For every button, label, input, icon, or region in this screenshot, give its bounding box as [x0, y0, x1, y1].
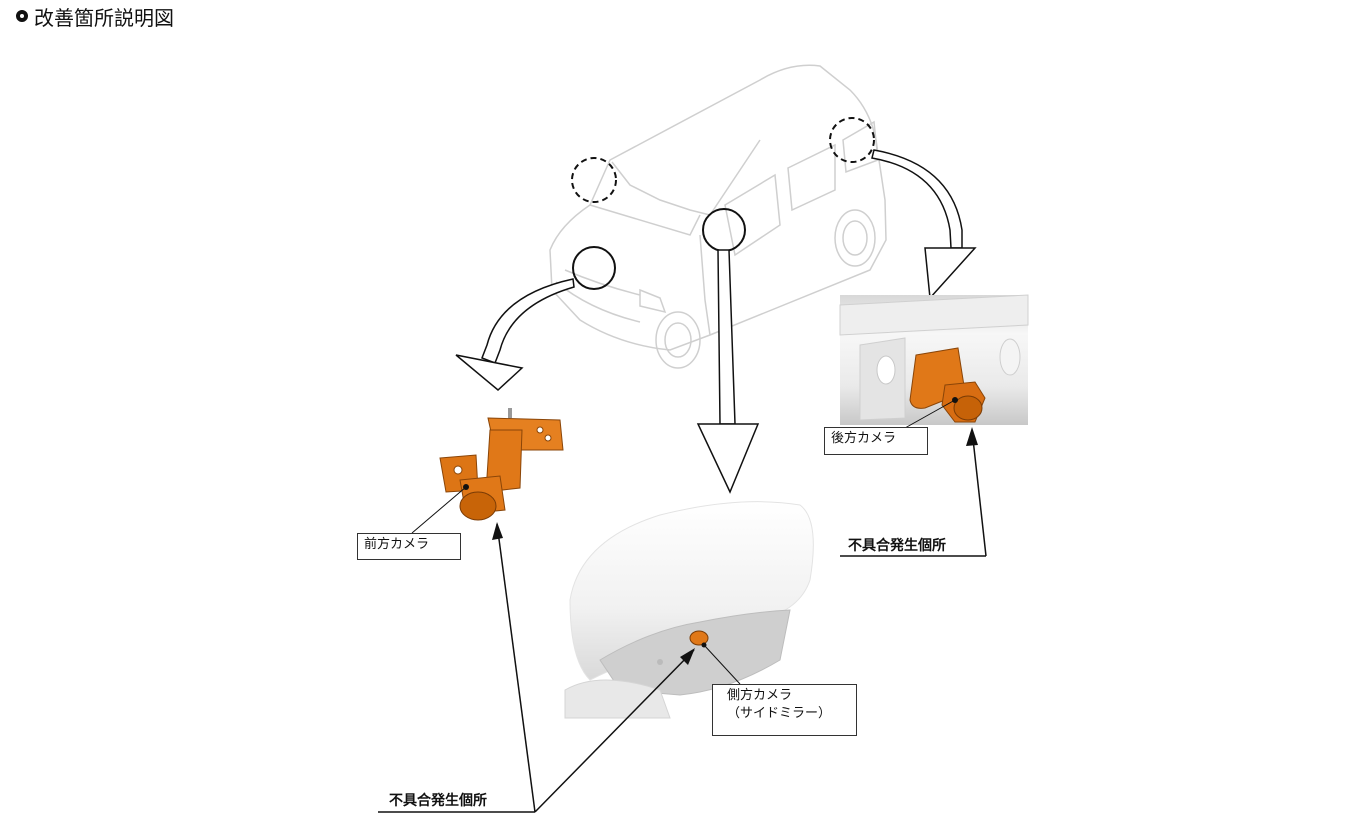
defect-label-left: 不具合発生個所	[389, 793, 487, 809]
front-camera-image	[439, 408, 564, 521]
side-camera-label-line2: （サイドミラー）	[727, 706, 832, 721]
rear-camera-image	[839, 294, 1029, 425]
side-camera-circle	[702, 208, 746, 252]
bullet-ring-icon	[16, 10, 28, 22]
defect-label-right: 不具合発生個所	[848, 538, 946, 554]
leader-lines	[411, 399, 956, 685]
side-camera-label-line1: 側方カメラ	[727, 688, 793, 703]
defect-arrows	[378, 429, 987, 813]
rear-camera-label: 後方カメラ	[824, 427, 928, 455]
arrow-to-side-mirror	[696, 249, 760, 494]
arrow-to-front-camera	[455, 278, 575, 391]
front-camera-label-text: 前方カメラ	[364, 537, 430, 552]
rear-camera-label-text: 後方カメラ	[831, 431, 897, 446]
page-title: 改善箇所説明図	[34, 5, 174, 30]
arrow-to-rear-camera	[871, 149, 977, 300]
dashed-circle-right	[829, 117, 875, 163]
dashed-circle-left	[571, 157, 617, 203]
side-camera-label: 側方カメラ （サイドミラー）	[712, 684, 857, 736]
car-outline	[549, 64, 887, 369]
front-camera-circle	[572, 246, 616, 290]
defect-arrowheads	[492, 427, 978, 665]
header: 改善箇所説明図	[16, 3, 174, 30]
front-camera-label: 前方カメラ	[357, 533, 461, 560]
side-mirror-image	[564, 501, 814, 719]
